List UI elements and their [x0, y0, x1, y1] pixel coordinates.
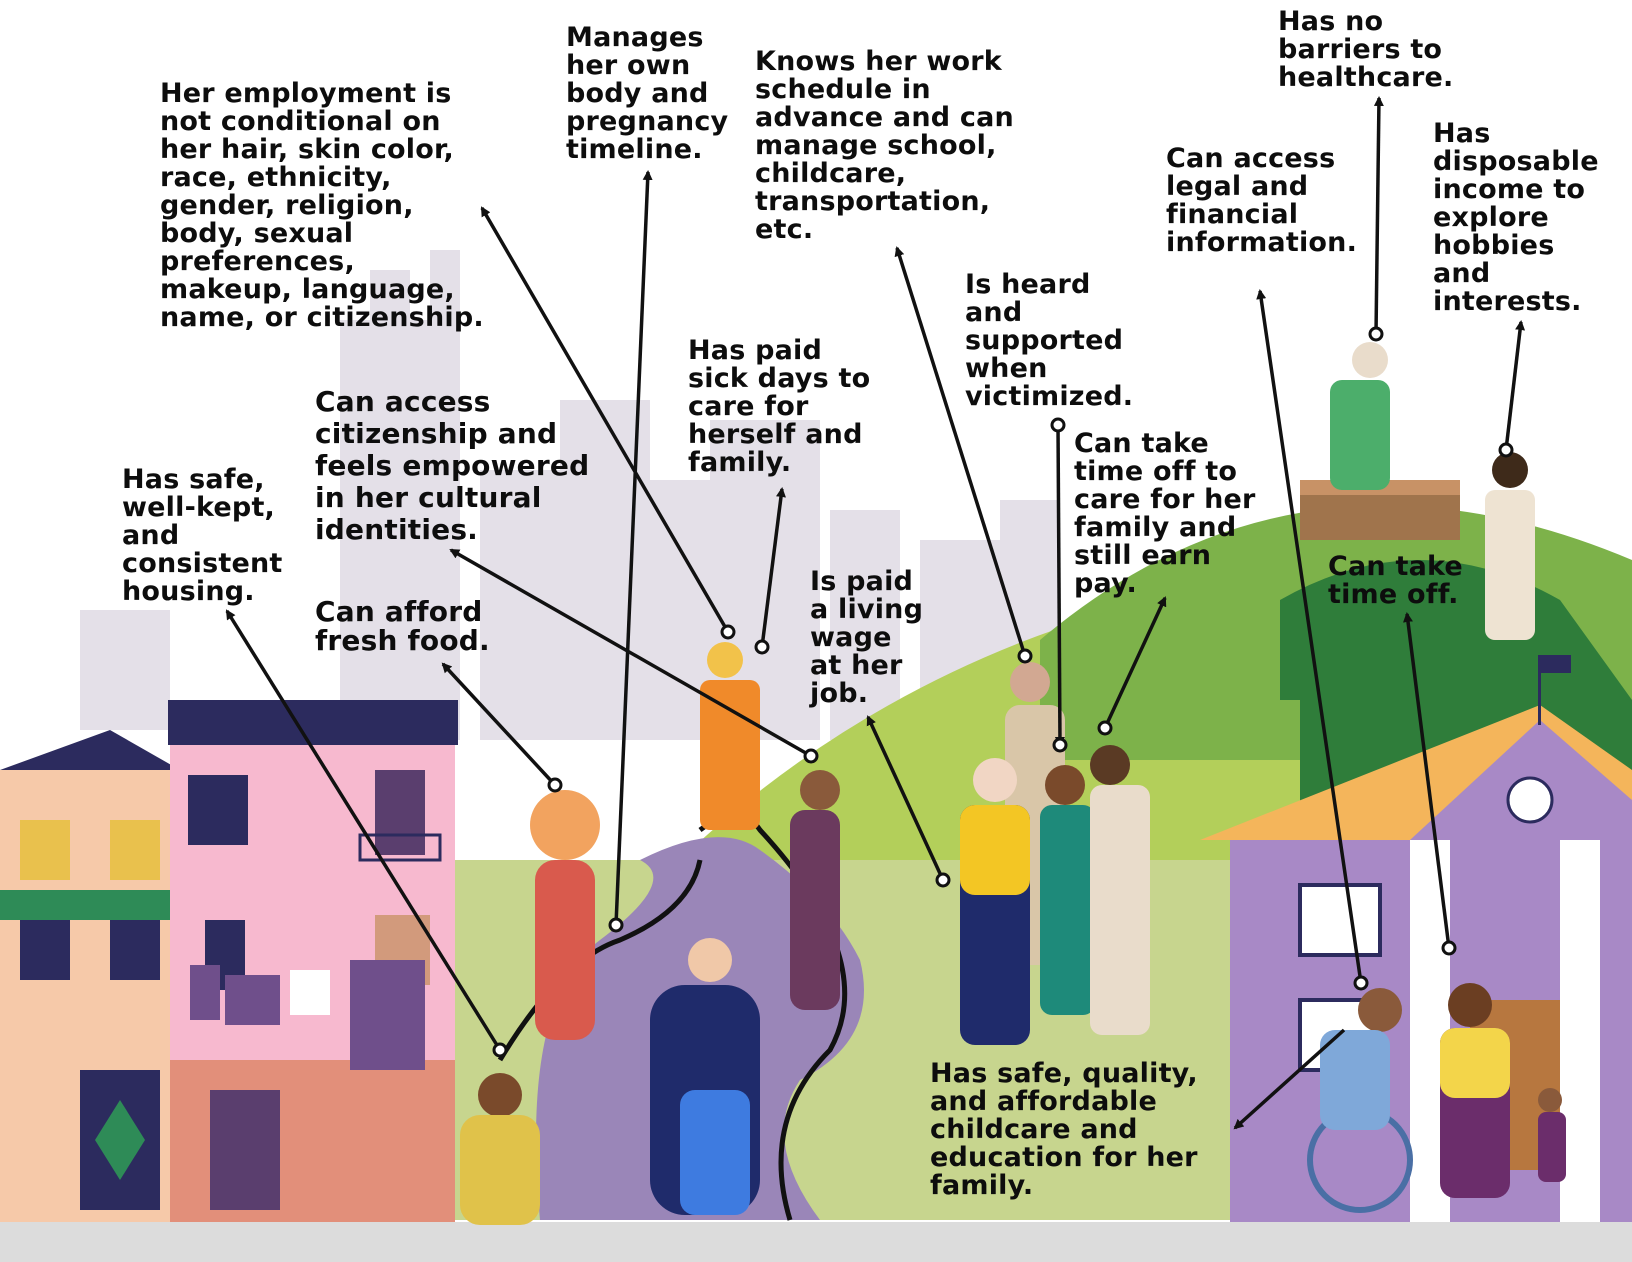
label-body: Manages her own body and pregnancy timel… — [566, 22, 729, 165]
ground-strip — [0, 1222, 1632, 1262]
arrow-wage — [866, 715, 945, 881]
label-employment: Her employment is not conditional on her… — [160, 78, 484, 333]
pink-apartment — [168, 700, 458, 1222]
people-figures — [460, 342, 1566, 1225]
label-schedule: Knows her work schedule in advance and c… — [755, 46, 1014, 245]
arrow-employment — [480, 206, 730, 633]
label-citizenship: Can access citizenship and feels empower… — [315, 385, 590, 546]
arrow-sick-days — [760, 487, 786, 648]
arrow-time-off — [1403, 612, 1451, 949]
arrow-food — [441, 662, 557, 787]
arrow-healthcare — [1373, 96, 1384, 335]
label-childcare: Has safe, quality, and affordable childc… — [930, 1058, 1198, 1201]
connector-dots — [492, 326, 1514, 1058]
arrow-housing — [225, 609, 502, 1051]
label-legal: Can access legal and financial informati… — [1166, 143, 1358, 258]
arrow-citizenship — [449, 548, 812, 758]
arrow-legal — [1256, 289, 1363, 984]
label-food: Can afford fresh food. — [315, 595, 490, 657]
label-sick-days: Has paid sick days to care for herself a… — [688, 335, 871, 478]
label-time-off: Can take time off. — [1328, 551, 1463, 610]
label-heard: Is heard and supported when victimized. — [965, 269, 1134, 412]
yellow-house — [0, 730, 180, 1222]
arrow-time-off-family — [1103, 596, 1167, 729]
label-healthcare: Has no barriers to healthcare. — [1278, 6, 1454, 93]
arrow-childcare — [1233, 1028, 1346, 1130]
connector-arrows — [225, 96, 1526, 1130]
arrow-hobbies — [1504, 320, 1526, 451]
connector-heard — [1054, 424, 1065, 747]
label-hobbies: Has disposable income to explore hobbies… — [1433, 118, 1599, 317]
label-housing: Has safe, well-kept, and consistent hous… — [122, 464, 283, 607]
city-skyline — [80, 250, 1060, 740]
label-time-off-family: Can take time off to care for her family… — [1074, 428, 1256, 599]
path-edge — [497, 859, 703, 1062]
arrow-schedule — [894, 246, 1027, 657]
label-wage: Is paid a living wage at her job. — [810, 566, 924, 709]
arrow-body — [614, 170, 653, 926]
